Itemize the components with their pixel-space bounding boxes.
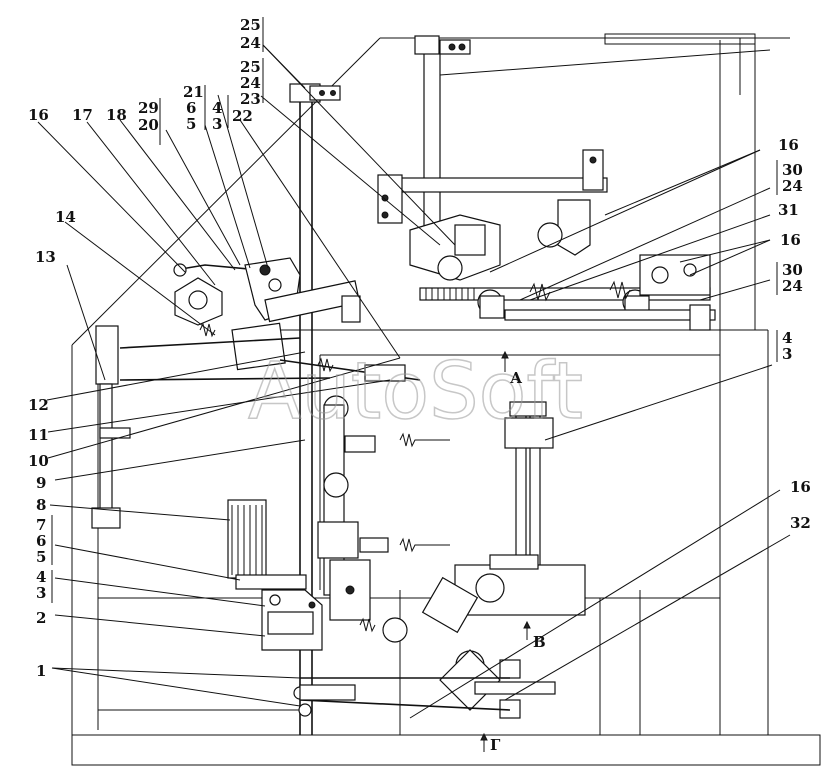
label-3: 3 — [36, 584, 46, 602]
label-31: 31 — [778, 201, 799, 219]
view-marks: А В Г — [480, 350, 546, 754]
label-4: 4 — [36, 568, 46, 586]
label-16: 16 — [790, 478, 811, 496]
label-6: 6 — [36, 532, 46, 550]
label-30: 30 — [782, 161, 803, 179]
label-29: 29 — [138, 99, 159, 117]
label-12: 12 — [28, 396, 49, 414]
label-32: 32 — [790, 514, 811, 532]
label-25: 25 — [240, 58, 261, 76]
label-20: 20 — [138, 116, 159, 134]
label-1: 1 — [36, 662, 46, 680]
view-mark-a: А — [510, 369, 523, 387]
label-16: 16 — [778, 136, 799, 154]
part-labels: 25 24 25 24 23 21 6 5 4 3 22 29 20 16 17… — [28, 16, 811, 680]
label-2: 2 — [36, 609, 46, 627]
upper-pedal-assembly — [377, 35, 716, 331]
label-30: 30 — [782, 261, 803, 279]
label-4: 4 — [782, 329, 792, 347]
label-13: 13 — [35, 248, 56, 266]
label-23: 23 — [240, 90, 261, 108]
label-11: 11 — [28, 426, 49, 444]
label-18: 18 — [106, 106, 127, 124]
label-14: 14 — [55, 208, 76, 226]
left-linkage-assembly — [91, 83, 450, 596]
label-3: 3 — [212, 115, 222, 133]
label-4: 4 — [212, 99, 222, 117]
label-7: 7 — [36, 516, 46, 534]
label-3: 3 — [782, 345, 792, 363]
leader-lines — [37, 44, 791, 719]
label-17: 17 — [72, 106, 93, 124]
label-16: 16 — [28, 106, 49, 124]
label-brackets — [51, 17, 778, 603]
view-mark-v: В — [533, 633, 546, 651]
label-16: 16 — [780, 231, 801, 249]
label-5: 5 — [36, 548, 46, 566]
label-24: 24 — [782, 177, 803, 195]
label-24: 24 — [782, 277, 803, 295]
label-10: 10 — [28, 452, 49, 470]
lower-right-assembly — [298, 401, 586, 719]
view-mark-g: Г — [490, 736, 501, 754]
watermark: AutoSoft — [248, 347, 583, 437]
label-6: 6 — [186, 99, 196, 117]
label-9: 9 — [36, 474, 46, 492]
label-24: 24 — [240, 34, 261, 52]
label-24: 24 — [240, 74, 261, 92]
label-5: 5 — [186, 115, 196, 133]
accelerator-pedal — [227, 499, 323, 700]
label-21: 21 — [183, 83, 204, 101]
label-8: 8 — [36, 496, 46, 514]
label-22: 22 — [232, 107, 253, 125]
label-25: 25 — [240, 16, 261, 34]
